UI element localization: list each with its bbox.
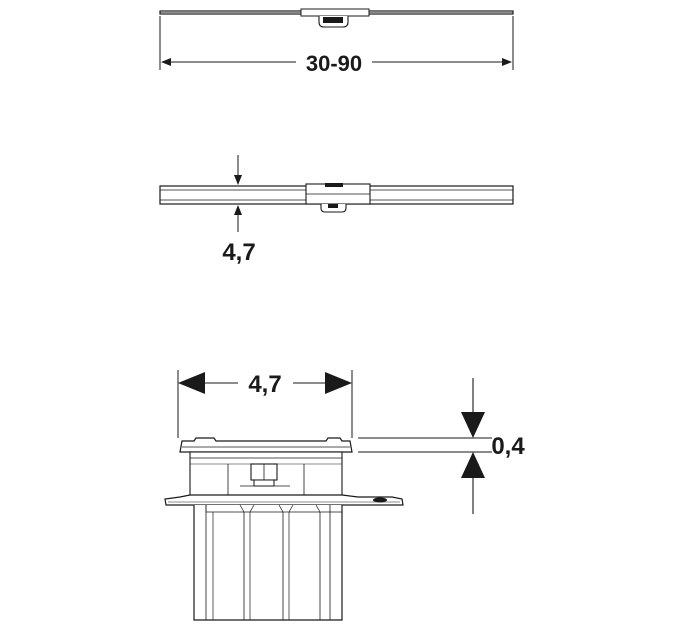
bottom-offset-label: 0,4 — [491, 433, 525, 460]
top-length-dimension: 30-90 — [159, 16, 514, 76]
bottom-width-dimension: 4,7 — [177, 370, 353, 438]
middle-view-channel — [159, 183, 514, 213]
bottom-width-label: 4,7 — [248, 371, 281, 398]
bottom-section-view — [164, 437, 404, 621]
top-length-label: 30-90 — [306, 51, 362, 76]
middle-height-label: 4,7 — [222, 239, 255, 266]
bottom-offset-dimension: 0,4 — [358, 378, 525, 514]
top-view-channel — [159, 8, 514, 28]
middle-height-dimension: 4,7 — [222, 155, 256, 266]
